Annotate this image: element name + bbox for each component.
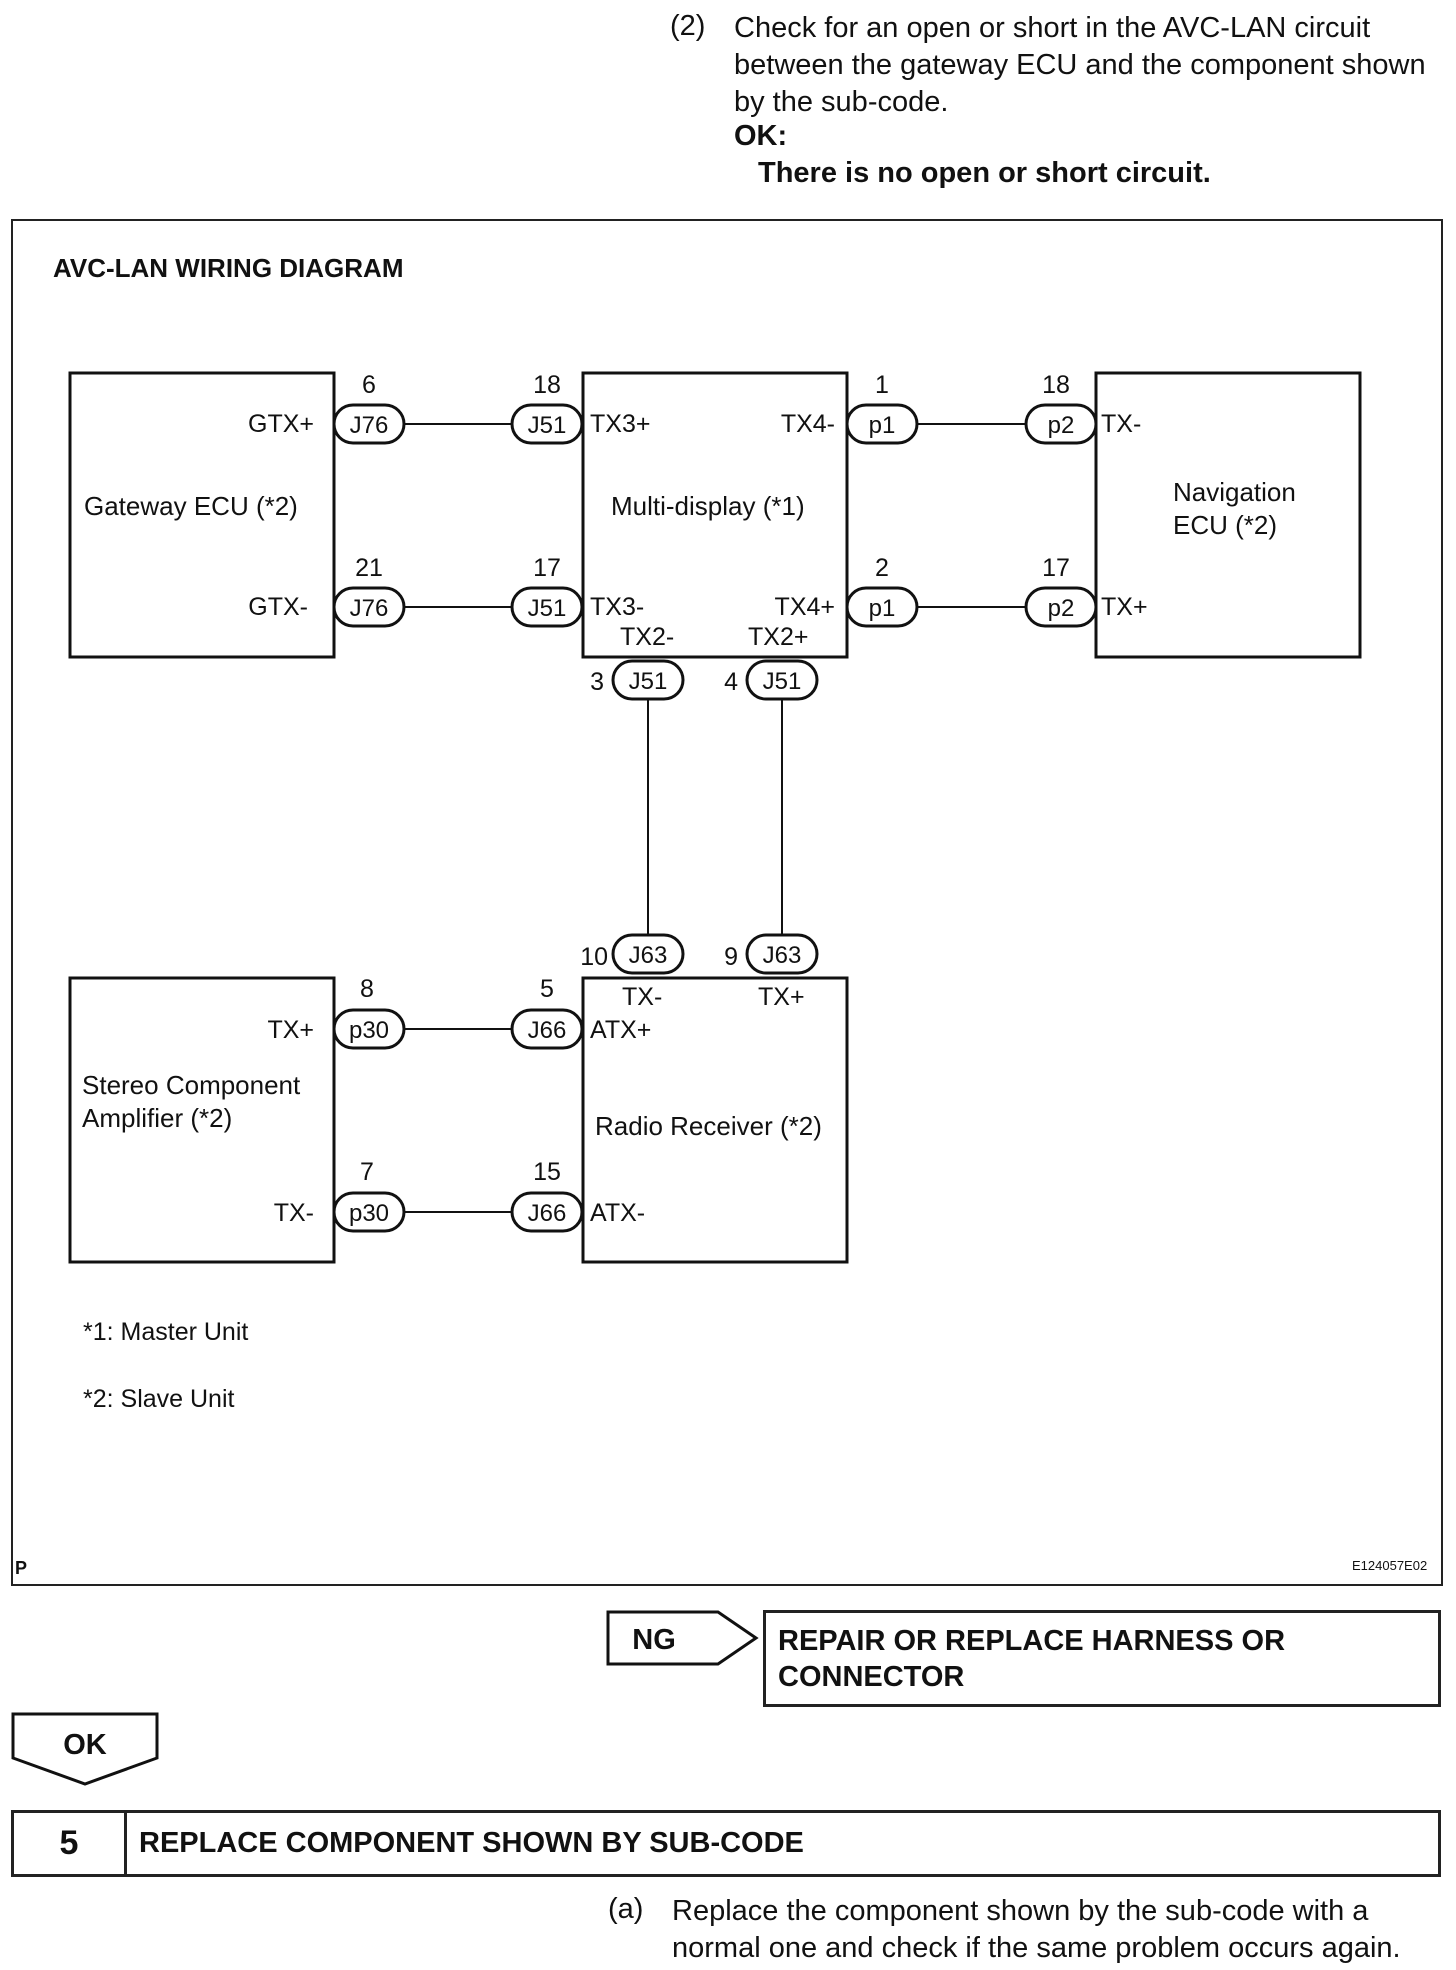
ng-tag-label: NG xyxy=(632,1624,676,1656)
connector-j51-a xyxy=(510,403,584,445)
component-name: Gateway ECU (*2) xyxy=(84,491,298,521)
terminal-label: TX+ xyxy=(1101,593,1148,621)
connector-code: p30 xyxy=(349,1017,389,1044)
terminal-label: TX4- xyxy=(781,410,835,438)
stereo-amplifier-box xyxy=(68,976,336,1264)
substep-number: (2) xyxy=(670,10,706,42)
pin-number: 17 xyxy=(1042,554,1070,582)
terminal-label: ATX+ xyxy=(590,1016,651,1044)
wiring-diagram-frame xyxy=(11,219,1443,1586)
pin-number: 5 xyxy=(540,975,554,1003)
pin-number: 17 xyxy=(533,554,561,582)
footnote-master-unit: *1: Master Unit xyxy=(83,1318,249,1346)
terminal-label: TX+ xyxy=(267,1016,314,1044)
pin-number: 6 xyxy=(362,371,376,399)
pin-number: 10 xyxy=(580,943,608,971)
ok-criteria-text: There is no open or short circuit. xyxy=(758,157,1211,189)
connector-code: J63 xyxy=(629,942,668,969)
connector-code: p1 xyxy=(869,412,896,439)
connector-p2-a xyxy=(1024,403,1098,445)
component-name: Navigation xyxy=(1173,477,1296,507)
connector-code: J63 xyxy=(763,942,802,969)
pin-number: 15 xyxy=(533,1158,561,1186)
step-title: REPLACE COMPONENT SHOWN BY SUB-CODE xyxy=(139,1827,804,1859)
connector-j66-b xyxy=(510,1191,584,1233)
substep-number: (a) xyxy=(608,1893,644,1925)
connector-p30-a xyxy=(332,1008,406,1050)
component-name: Radio Receiver (*2) xyxy=(595,1111,822,1141)
terminal-label: TX2- xyxy=(620,623,674,651)
ng-tag: NG xyxy=(606,1610,766,1671)
component-name: Stereo Component xyxy=(82,1070,301,1100)
connector-code: J76 xyxy=(350,595,389,622)
connector-code: p2 xyxy=(1048,595,1075,622)
ng-result-action: REPAIR OR REPLACE HARNESS OR CONNECTOR xyxy=(763,1610,1441,1707)
radio-receiver-box xyxy=(581,976,849,1264)
connector-code: J66 xyxy=(528,1200,567,1227)
connector-code: p2 xyxy=(1048,412,1075,439)
substep-instruction: Replace the component shown by the sub-c… xyxy=(672,1895,1401,1964)
component-name: Multi-display (*1) xyxy=(611,491,805,521)
terminal-label: GTX- xyxy=(248,593,308,621)
terminal-label: TX2+ xyxy=(748,623,808,651)
pin-number: 7 xyxy=(360,1158,374,1186)
substep-instruction: Check for an open or short in the AVC-LA… xyxy=(734,12,1426,118)
wiring-diagram: J76 J76 J51 J51 p1 p1 p2 p2 J51 J51 J63 … xyxy=(68,371,1362,1264)
terminal-label: TX3- xyxy=(590,593,644,621)
terminal-label: TX3+ xyxy=(590,410,650,438)
step-number: 5 xyxy=(14,1813,127,1874)
figure-id: E124057E02 xyxy=(1352,1558,1428,1573)
diagram-corner-mark: P xyxy=(15,1558,28,1578)
multi-display-box xyxy=(581,371,849,659)
connector-j51-b xyxy=(510,586,584,628)
pin-number: 18 xyxy=(1042,371,1070,399)
pin-number: 8 xyxy=(360,975,374,1003)
component-name: ECU (*2) xyxy=(1173,510,1277,540)
pin-number: 21 xyxy=(355,554,383,582)
step-5-header: 5 REPLACE COMPONENT SHOWN BY SUB-CODE xyxy=(11,1810,1441,1877)
connector-j51-c xyxy=(611,659,685,701)
connector-code: J51 xyxy=(528,412,567,439)
ok-criteria-label: OK: xyxy=(734,120,788,152)
terminal-label: TX- xyxy=(622,983,662,1011)
pin-number: 4 xyxy=(724,668,738,696)
pin-number: 3 xyxy=(590,668,604,696)
ok-tag-label: OK xyxy=(63,1729,107,1761)
connector-j51-d xyxy=(745,659,819,701)
connector-j76-b xyxy=(332,586,406,628)
footnote-slave-unit: *2: Slave Unit xyxy=(83,1385,235,1413)
navigation-ecu-box xyxy=(1094,371,1362,659)
terminal-label: ATX- xyxy=(590,1199,645,1227)
connector-j76-a xyxy=(332,403,406,445)
connector-code: J51 xyxy=(763,668,802,695)
connector-code: J66 xyxy=(528,1017,567,1044)
connector-p30-b xyxy=(332,1191,406,1233)
component-name: Amplifier (*2) xyxy=(82,1103,232,1133)
diagram-title: AVC-LAN WIRING DIAGRAM xyxy=(53,253,404,283)
connector-j66-a xyxy=(510,1008,584,1050)
terminal-label: TX- xyxy=(274,1199,314,1227)
connector-p1-b xyxy=(845,586,919,628)
pin-number: 1 xyxy=(875,371,889,399)
connector-code: p1 xyxy=(869,595,896,622)
connector-code: J51 xyxy=(528,595,567,622)
terminal-label: TX+ xyxy=(758,983,805,1011)
connector-j63-b xyxy=(745,933,819,975)
connector-p2-b xyxy=(1024,586,1098,628)
ok-tag: OK xyxy=(11,1712,161,1792)
connector-j63-a xyxy=(611,933,685,975)
connector-code: p30 xyxy=(349,1200,389,1227)
pin-number: 2 xyxy=(875,554,889,582)
connector-p1-a xyxy=(845,403,919,445)
connector-code: J51 xyxy=(629,668,668,695)
gateway-ecu-box xyxy=(68,371,336,659)
terminal-label: GTX+ xyxy=(248,410,314,438)
connector-code: J76 xyxy=(350,412,389,439)
pin-number: 9 xyxy=(724,943,738,971)
pin-number: 18 xyxy=(533,371,561,399)
terminal-label: TX4+ xyxy=(775,593,835,621)
terminal-label: TX- xyxy=(1101,410,1141,438)
